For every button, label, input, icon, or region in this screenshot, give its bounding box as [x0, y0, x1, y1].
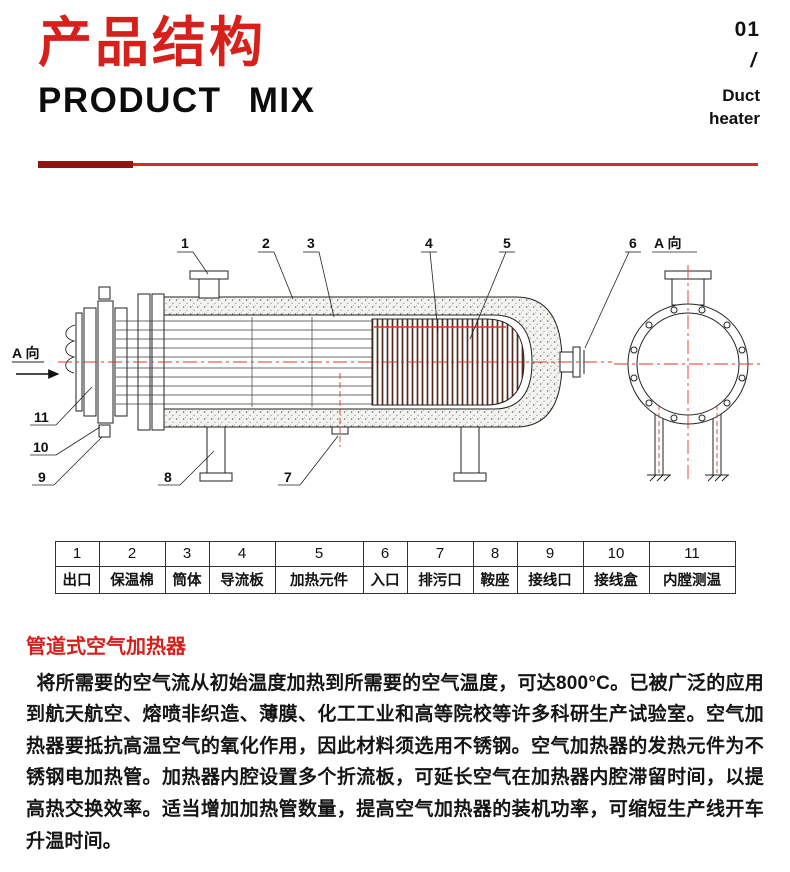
callout-6-label: 6 [629, 235, 637, 251]
page-title-en: PRODUCT MIX [38, 81, 316, 121]
callout-7-label: 7 [284, 469, 292, 485]
end-view-centerlines [614, 264, 762, 479]
part-number-cell: 1 [54, 540, 100, 567]
duct-heater-technical-drawing: 1 2 3 4 5 6 7 8 9 10 11 A 向 A 向 [12, 235, 762, 486]
part-name-cell: 鞍座 [472, 565, 518, 594]
divider-line [38, 162, 758, 166]
part-name-cell: 排污口 [406, 565, 474, 594]
lead-wires [65, 324, 76, 374]
part-name-cell: 保温棉 [98, 565, 166, 594]
callout-leader-lines [30, 251, 697, 486]
end-view [614, 264, 762, 482]
part-name-cell: 加热元件 [274, 565, 364, 594]
parts-number-row: 1 2 3 4 5 6 7 8 9 10 11 [54, 540, 736, 567]
header-meta: 01 / Duct heater [709, 16, 760, 131]
divider-accent-bar [38, 160, 133, 168]
category-word-2: heater [708, 108, 760, 128]
outlet-pipe [189, 270, 229, 299]
category-word-1: Duct [722, 86, 760, 105]
main-assembly-view [58, 270, 612, 482]
part-number-cell: 5 [274, 540, 364, 567]
description-heading: 管道式空气加热器 [26, 635, 186, 658]
part-number-cell: 7 [406, 540, 474, 567]
part-number-cell: 8 [472, 540, 518, 567]
part-name-cell: 内膛测温 [648, 565, 736, 594]
view-label-right: A 向 [654, 235, 681, 251]
part-number-cell: 4 [208, 540, 276, 567]
section-divider [38, 160, 758, 169]
callout-9-label: 9 [38, 469, 46, 485]
part-number-cell: 2 [98, 540, 166, 567]
bolt-holes [630, 306, 746, 422]
description-body: 将所需要的空气流从初始温度加热到所需要的空气温度，可达800°C。已被广泛的应用… [26, 672, 764, 852]
callout-10-label: 10 [33, 439, 49, 455]
part-name-cell: 入口 [362, 565, 408, 594]
description-section: 管道式空气加热器 将所需要的空气流从初始温度加热到所需要的空气温度，可达800°… [0, 594, 790, 857]
callout-labels: 1 2 3 4 5 6 7 8 9 10 11 A 向 A 向 [12, 235, 681, 485]
heating-element-bundle [371, 318, 525, 406]
part-number-cell: 6 [362, 540, 408, 567]
callout-3-label: 3 [307, 235, 315, 251]
centerlines [58, 361, 612, 447]
parts-legend-table: 1 2 3 4 5 6 7 8 9 10 11 出口 保温棉 筒体 导流板 加热… [54, 540, 736, 594]
page-title-cn: 产品结构 [38, 13, 266, 73]
part-name-cell: 接线盒 [582, 565, 650, 594]
part-number-cell: 11 [648, 540, 736, 567]
callout-8-label: 8 [164, 469, 172, 485]
part-name-cell: 接线口 [516, 565, 584, 594]
slash-divider: / [750, 50, 756, 72]
header-titles: 产品结构 PRODUCT MIX [38, 13, 316, 131]
part-name-cell: 筒体 [164, 565, 210, 594]
section-number: 01 [734, 18, 760, 41]
callout-4-label: 4 [425, 235, 433, 251]
part-name-cell: 出口 [54, 565, 100, 594]
part-number-cell: 9 [516, 540, 584, 567]
heater-tubes [116, 320, 382, 405]
saddle-supports [199, 426, 487, 482]
part-number-cell: 3 [164, 540, 210, 567]
callout-5-label: 5 [503, 235, 511, 251]
callout-1-label: 1 [181, 235, 189, 251]
page-header: 产品结构 PRODUCT MIX 01 / Duct heater [0, 0, 790, 131]
callout-11-label: 11 [34, 409, 49, 425]
part-number-cell: 10 [582, 540, 650, 567]
view-label-left: A 向 [12, 345, 39, 361]
parts-name-row: 出口 保温棉 筒体 导流板 加热元件 入口 排污口 鞍座 接线口 接线盒 内膛测… [54, 565, 736, 594]
callout-2-label: 2 [262, 235, 270, 251]
view-direction-indicator [12, 361, 60, 379]
part-name-cell: 导流板 [208, 565, 276, 594]
